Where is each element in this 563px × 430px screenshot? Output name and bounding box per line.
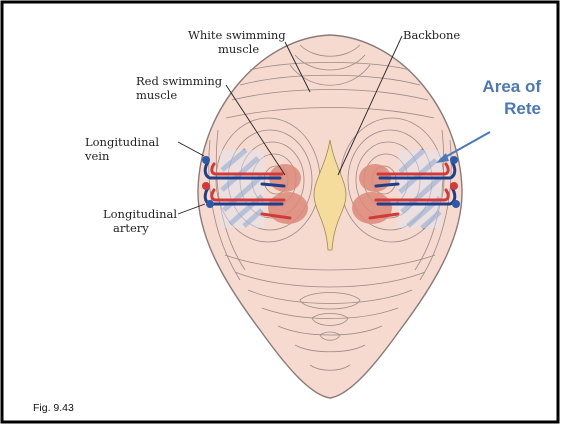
label-long-artery-2: artery	[113, 222, 149, 235]
area-label-line2: Rete	[455, 98, 541, 120]
label-red-muscle-2: muscle	[136, 89, 177, 102]
label-long-vein-1: Longitudinal	[85, 136, 159, 149]
label-white-muscle-2: muscle	[218, 43, 259, 56]
label-white-muscle-1: White swimming	[188, 29, 286, 42]
figure-caption: Fig. 9.43	[33, 402, 74, 414]
label-long-vein-2: vein	[85, 150, 109, 163]
label-red-muscle-1: Red swimming	[136, 75, 222, 88]
area-of-rete-label: Area of Rete	[455, 76, 541, 120]
label-backbone: Backbone	[403, 29, 460, 42]
label-long-artery-1: Longitudinal	[103, 208, 177, 221]
area-label-line1: Area of	[455, 76, 541, 98]
